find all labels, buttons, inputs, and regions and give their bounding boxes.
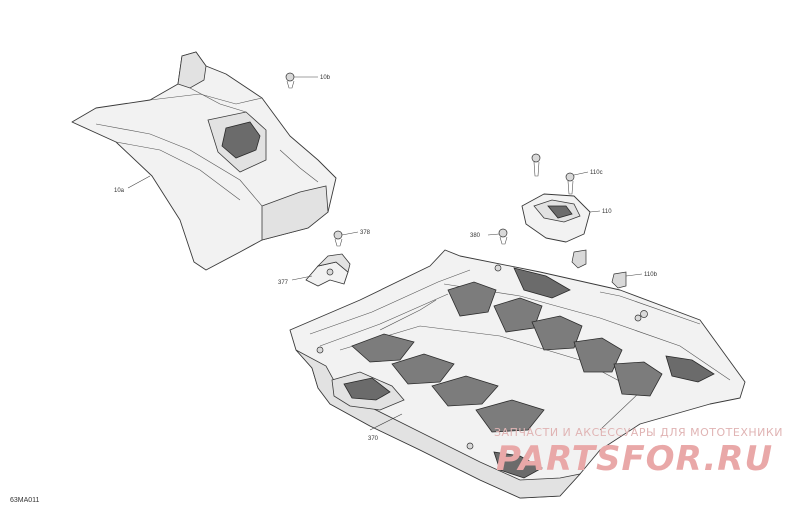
callout-378: 378 (360, 230, 371, 236)
watermark-tagline: ЗАПЧАСТИ И АКСЕССУАРЫ ДЛЯ МОТОТЕХНИКИ (494, 426, 783, 439)
callout-10a: 10a (114, 188, 125, 194)
callout-380: 380 (470, 233, 481, 239)
clamp-bracket (305, 253, 351, 287)
leader-lines (127, 76, 643, 431)
callouts: 10b 10a 378 377 380 110c 110 110b 370 (114, 75, 658, 442)
callout-370: 370 (368, 436, 379, 442)
fasteners (285, 72, 648, 318)
callout-110b: 110b (644, 272, 658, 278)
watermark-brand: PARTSFOR.RU (496, 439, 773, 479)
callout-377: 377 (278, 280, 289, 286)
callout-110: 110 (602, 209, 612, 215)
front-cover-panel (71, 51, 337, 271)
skid-plate (289, 249, 746, 499)
watermark: ЗАПЧАСТИ И АКСЕССУАРЫ ДЛЯ МОТОТЕХНИКИ PA… (494, 426, 783, 479)
callout-10b: 10b (320, 75, 331, 81)
side-bracket (521, 193, 591, 243)
reference-code: 63MA011 (10, 497, 40, 504)
callout-110c: 110c (590, 170, 603, 176)
